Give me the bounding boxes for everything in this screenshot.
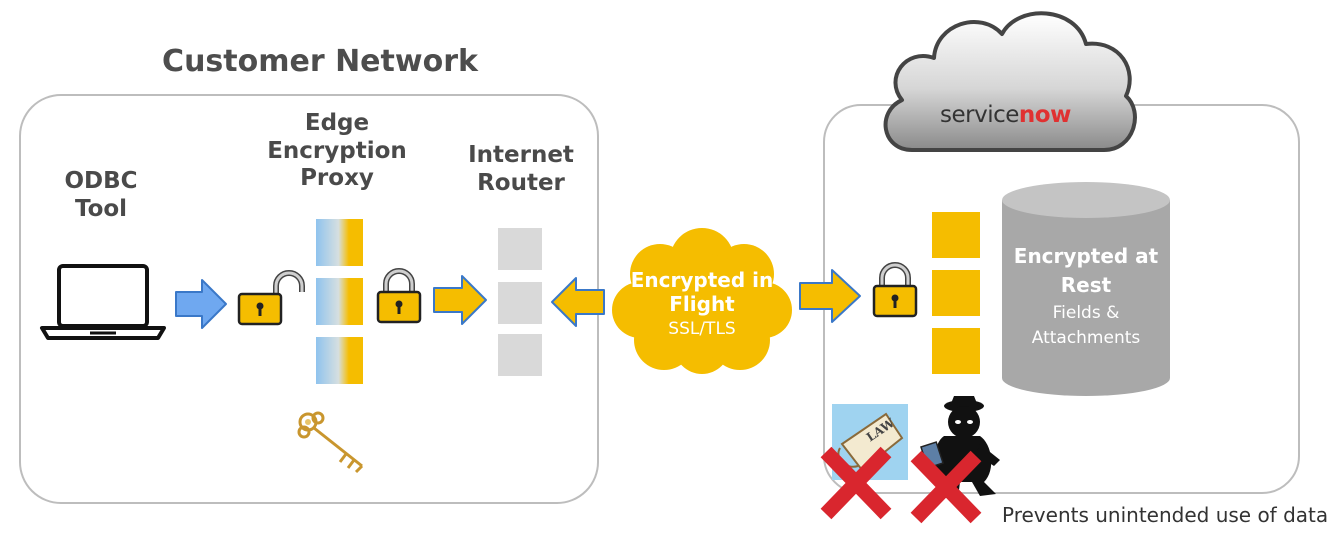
customer-network-title: Customer Network — [162, 44, 478, 79]
servicenow-logo: servicenow — [940, 102, 1071, 128]
closed-padlock-icon — [376, 268, 422, 324]
blue-arrow-icon — [175, 279, 227, 329]
database-cylinder-icon — [1002, 182, 1170, 396]
proxy-block-2 — [316, 278, 363, 325]
yellow-arrow-to-instance-icon — [799, 269, 861, 323]
encrypted-at-rest-label: Encrypted at Rest Fields & Attachments — [1013, 244, 1159, 349]
router-block-1 — [498, 228, 542, 270]
key-icon — [297, 411, 364, 474]
yellow-arrow-to-router-left-icon — [551, 277, 605, 327]
red-cross-icon — [910, 450, 982, 524]
prevents-misuse-note: Prevents unintended use of data — [1002, 503, 1329, 527]
instance-block-3 — [932, 328, 980, 374]
red-cross-icon — [820, 446, 892, 520]
proxy-block-1 — [316, 219, 363, 266]
instance-block-1 — [932, 212, 980, 258]
servicenow-cloud-shape — [883, 11, 1137, 152]
odbc-tool-label: ODBC Tool — [64, 168, 138, 222]
instance-padlock-icon — [872, 262, 918, 318]
internet-router-label: Internet Router — [468, 142, 574, 196]
open-padlock-icon — [237, 270, 305, 326]
edge-proxy-label: Edge Encryption Proxy — [267, 110, 407, 192]
router-block-3 — [498, 334, 542, 376]
in-flight-cloud-shape — [612, 228, 792, 374]
router-block-2 — [498, 282, 542, 324]
encrypted-in-flight-label: Encrypted in Flight SSL/TLS — [630, 268, 774, 339]
yellow-arrow-to-router-icon — [433, 275, 487, 325]
instance-block-2 — [932, 270, 980, 316]
proxy-block-3 — [316, 337, 363, 384]
laptop-icon — [40, 264, 166, 340]
